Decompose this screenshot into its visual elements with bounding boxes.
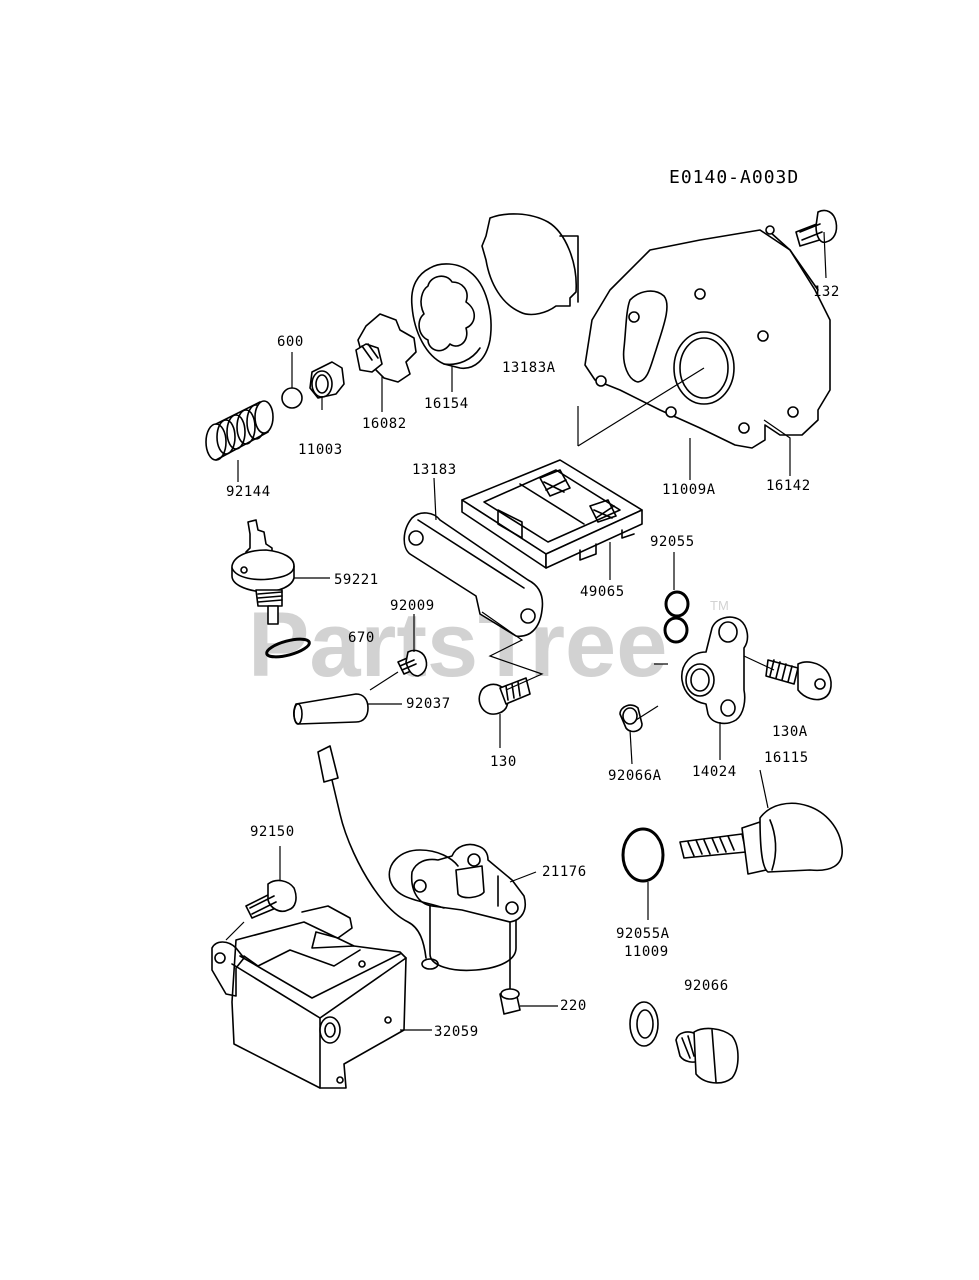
part-132-bolt[interactable] [795,209,838,247]
part-13183A-plate[interactable] [481,213,579,316]
label-13183A[interactable]: 13183A [502,360,556,376]
part-16142-cover-plate[interactable] [584,225,831,449]
part-16115-dipstick[interactable] [679,802,843,875]
part-59221-fitting[interactable] [231,519,295,625]
part-14024-bracket[interactable] [681,616,749,725]
part-92150-bolt[interactable] [245,879,297,919]
part-92055A-o-ring[interactable] [621,827,665,883]
label-132[interactable]: 132 [813,284,840,300]
part-21176-switch-housing[interactable] [410,843,526,991]
part-92066-drain-plug[interactable] [675,1027,739,1084]
part-130A-bolt[interactable] [765,659,832,701]
part-92037-sleeve[interactable] [293,693,369,725]
label-130A[interactable]: 130A [772,724,808,740]
watermark-logo: PartsTree [248,594,667,696]
label-16082[interactable]: 16082 [362,416,407,432]
sensor-wire [317,745,459,970]
part-32059-control-box[interactable] [211,905,407,1089]
label-220[interactable]: 220 [560,998,587,1014]
part-600-ball[interactable] [281,387,303,409]
label-600[interactable]: 600 [277,334,304,350]
label-670[interactable]: 670 [348,630,375,646]
part-670-o-ring[interactable] [265,636,311,661]
label-32059[interactable]: 32059 [434,1024,479,1040]
label-92037[interactable]: 92037 [406,696,451,712]
label-13183[interactable]: 13183 [412,462,457,478]
label-11009[interactable]: 11009 [624,944,669,960]
label-16115[interactable]: 16115 [764,750,809,766]
part-92055-o-rings[interactable] [663,590,690,644]
part-16082-inner-rotor[interactable] [355,313,417,383]
label-130[interactable]: 130 [490,754,517,770]
part-92009-bolt[interactable] [397,649,428,677]
label-92066A[interactable]: 92066A [608,768,662,784]
part-92066A-plug[interactable] [619,704,643,733]
part-49065-filter-screen[interactable] [461,459,643,569]
label-16154[interactable]: 16154 [424,396,469,412]
label-92066[interactable]: 92066 [684,978,729,994]
part-13183-strap[interactable] [403,512,544,637]
label-11003[interactable]: 11003 [298,442,343,458]
part-11003-bushing[interactable] [309,361,345,399]
leader-lines [225,231,827,1031]
part-220-screw[interactable] [499,988,521,1015]
part-92144-spring[interactable] [205,400,274,461]
watermark-trademark: TM [710,598,729,613]
label-92055A[interactable]: 92055A [616,926,670,942]
label-59221[interactable]: 59221 [334,572,379,588]
label-16142[interactable]: 16142 [766,478,811,494]
label-92150[interactable]: 92150 [250,824,295,840]
label-49065[interactable]: 49065 [580,584,625,600]
part-130-bolt[interactable] [478,677,531,715]
label-92009[interactable]: 92009 [390,598,435,614]
label-11009A[interactable]: 11009A [662,482,716,498]
part-11009-washer[interactable] [629,1001,659,1047]
label-92055[interactable]: 92055 [650,534,695,550]
part-labels: 132 600 13183A 16154 16082 11003 92144 1… [226,284,840,1040]
label-21176[interactable]: 21176 [542,864,587,880]
diagram-code: E0140-A003D [669,167,799,188]
part-16154-outer-rotor[interactable] [410,263,492,369]
label-92144[interactable]: 92144 [226,484,271,500]
label-14024[interactable]: 14024 [692,764,737,780]
